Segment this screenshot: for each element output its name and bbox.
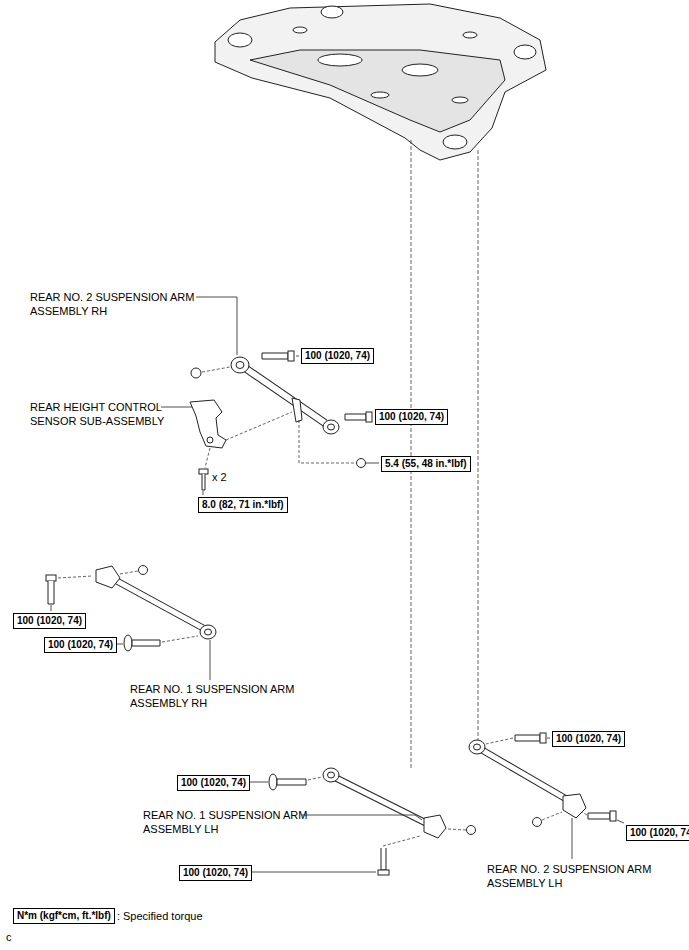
torque-box: 5.4 (55, 48 in.*lbf) [381,456,471,472]
torque-box: 100 (1020, 74) [177,775,250,791]
part-name: REAR HEIGHT CONTROL SENSOR SUB-ASSEMBLY [30,400,180,428]
note-text: x 2 [212,470,227,484]
torque-box: N*m (kgf*cm, ft.*lbf) [13,908,115,924]
torque-value: 100 (1020, 74) [556,733,621,744]
torque-value: 100 (1020, 74) [305,350,370,361]
torque-value: 5.4 (55, 48 in.*lbf) [385,458,467,469]
torque-value: 100 (1020, 74) [630,827,689,838]
torque-value: 100 (1020, 74) [17,615,82,626]
part-name: REAR NO. 2 SUSPENSION ARM ASSEMBLY LH [487,862,652,890]
torque-value: 100 (1020, 74) [48,639,113,650]
torque-value: 8.0 (82, 71 in.*lbf) [202,499,284,510]
torque-value: N*m (kgf*cm, ft.*lbf) [17,910,111,921]
torque-box: 100 (1020, 74) [375,409,448,425]
torque-box: 100 (1020, 74) [301,348,374,364]
torque-box: 8.0 (82, 71 in.*lbf) [198,497,288,513]
torque-box: 100 (1020, 74) [44,637,117,653]
torque-value: 100 (1020, 74) [379,411,444,422]
part-name: REAR NO. 2 SUSPENSION ARM ASSEMBLY RH [30,290,195,318]
note-text: c [6,930,12,944]
torque-value: 100 (1020, 74) [183,867,248,878]
part-name: REAR NO. 1 SUSPENSION ARM ASSEMBLY LH [143,808,308,836]
part-name: REAR NO. 1 SUSPENSION ARM ASSEMBLY RH [130,682,295,710]
torque-box: 100 (1020, 74) [13,613,86,629]
torque-box: 100 (1020, 74) [552,731,625,747]
torque-box: 100 (1020, 74) [626,825,689,841]
torque-value: 100 (1020, 74) [181,777,246,788]
torque-box: 100 (1020, 74) [179,865,252,881]
note-text: : Specified torque [117,909,203,923]
